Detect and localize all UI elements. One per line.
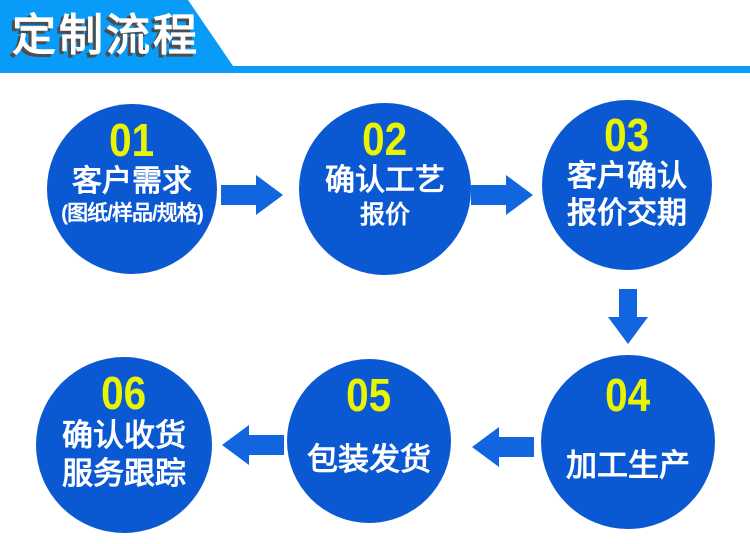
step-number: 01 xyxy=(109,114,155,166)
step-circle-02: 02 确认工艺 报价 xyxy=(299,103,471,275)
step-number: 03 xyxy=(604,109,650,161)
step-label: 客户需求 xyxy=(72,164,192,198)
step-label: 确认工艺 xyxy=(325,163,445,197)
step-number: 05 xyxy=(346,369,392,421)
title-banner xyxy=(0,0,233,66)
step-number: 04 xyxy=(605,369,651,421)
header-divider-line xyxy=(0,66,750,73)
step-circle-06: 06 确认收货 服务跟踪 xyxy=(36,357,212,533)
step-label: 加工生产 xyxy=(566,447,690,483)
step-circle-05: 05 包装发货 xyxy=(287,359,451,523)
step-sublabel: 报价交期 xyxy=(567,196,687,230)
step-sublabel: 报价 xyxy=(359,200,410,229)
step-sublabel: 服务跟踪 xyxy=(62,455,186,491)
step-sublabel: (图纸/样品/规格) xyxy=(61,201,204,225)
arrow-left-icon xyxy=(222,425,284,465)
step-label: 确认收货 xyxy=(62,417,186,453)
arrow-down-icon xyxy=(608,289,648,344)
step-circle-04: 04 加工生产 xyxy=(541,355,715,529)
step-number: 02 xyxy=(362,113,408,165)
arrow-right-icon xyxy=(221,175,283,215)
arrow-right-icon xyxy=(471,175,533,215)
step-circle-03: 03 客户确认 报价交期 xyxy=(542,100,712,270)
step-circle-01: 01 客户需求 (图纸/样品/规格) xyxy=(47,104,217,274)
arrow-left-icon xyxy=(472,427,534,467)
step-number: 06 xyxy=(101,367,147,419)
step-label: 客户确认 xyxy=(567,159,687,193)
page-title: 定制流程 xyxy=(12,11,200,60)
step-label: 包装发货 xyxy=(307,441,431,477)
